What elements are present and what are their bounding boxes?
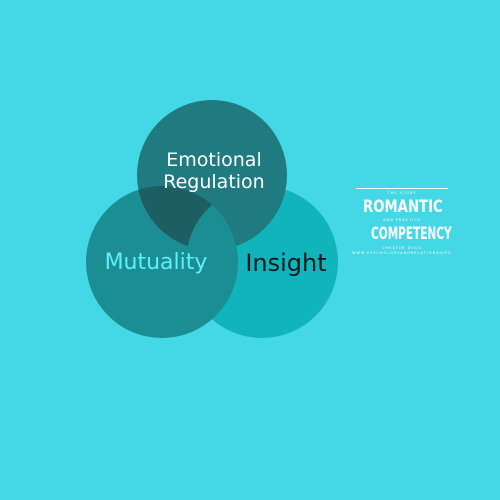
logo-word-romantic: ROMANTIC bbox=[363, 197, 443, 217]
logo-tagline-author: CHESTER DOUS bbox=[382, 246, 422, 250]
logo-tagline-website: WWW.PSYCHOLOGYANDRELATIONSHIPS.COM bbox=[352, 251, 452, 255]
logo-tagline-top: THE STUDY bbox=[387, 191, 417, 195]
romantic-competency-logo: THE STUDY ROMANTIC AND PRACTICE COMPETEN… bbox=[352, 188, 452, 264]
venn-label-emotional: Emotional bbox=[166, 149, 261, 171]
logo-word-competency: COMPETENCY bbox=[371, 224, 452, 244]
venn-label-regulation: Regulation bbox=[163, 171, 264, 193]
venn-overlap-left-right bbox=[186, 186, 238, 338]
logo-tagline-middle: AND PRACTICE bbox=[383, 218, 421, 222]
venn-label-mutuality: Mutuality bbox=[105, 250, 208, 275]
venn-label-insight: Insight bbox=[245, 249, 326, 277]
logo-rule-top bbox=[356, 188, 448, 189]
